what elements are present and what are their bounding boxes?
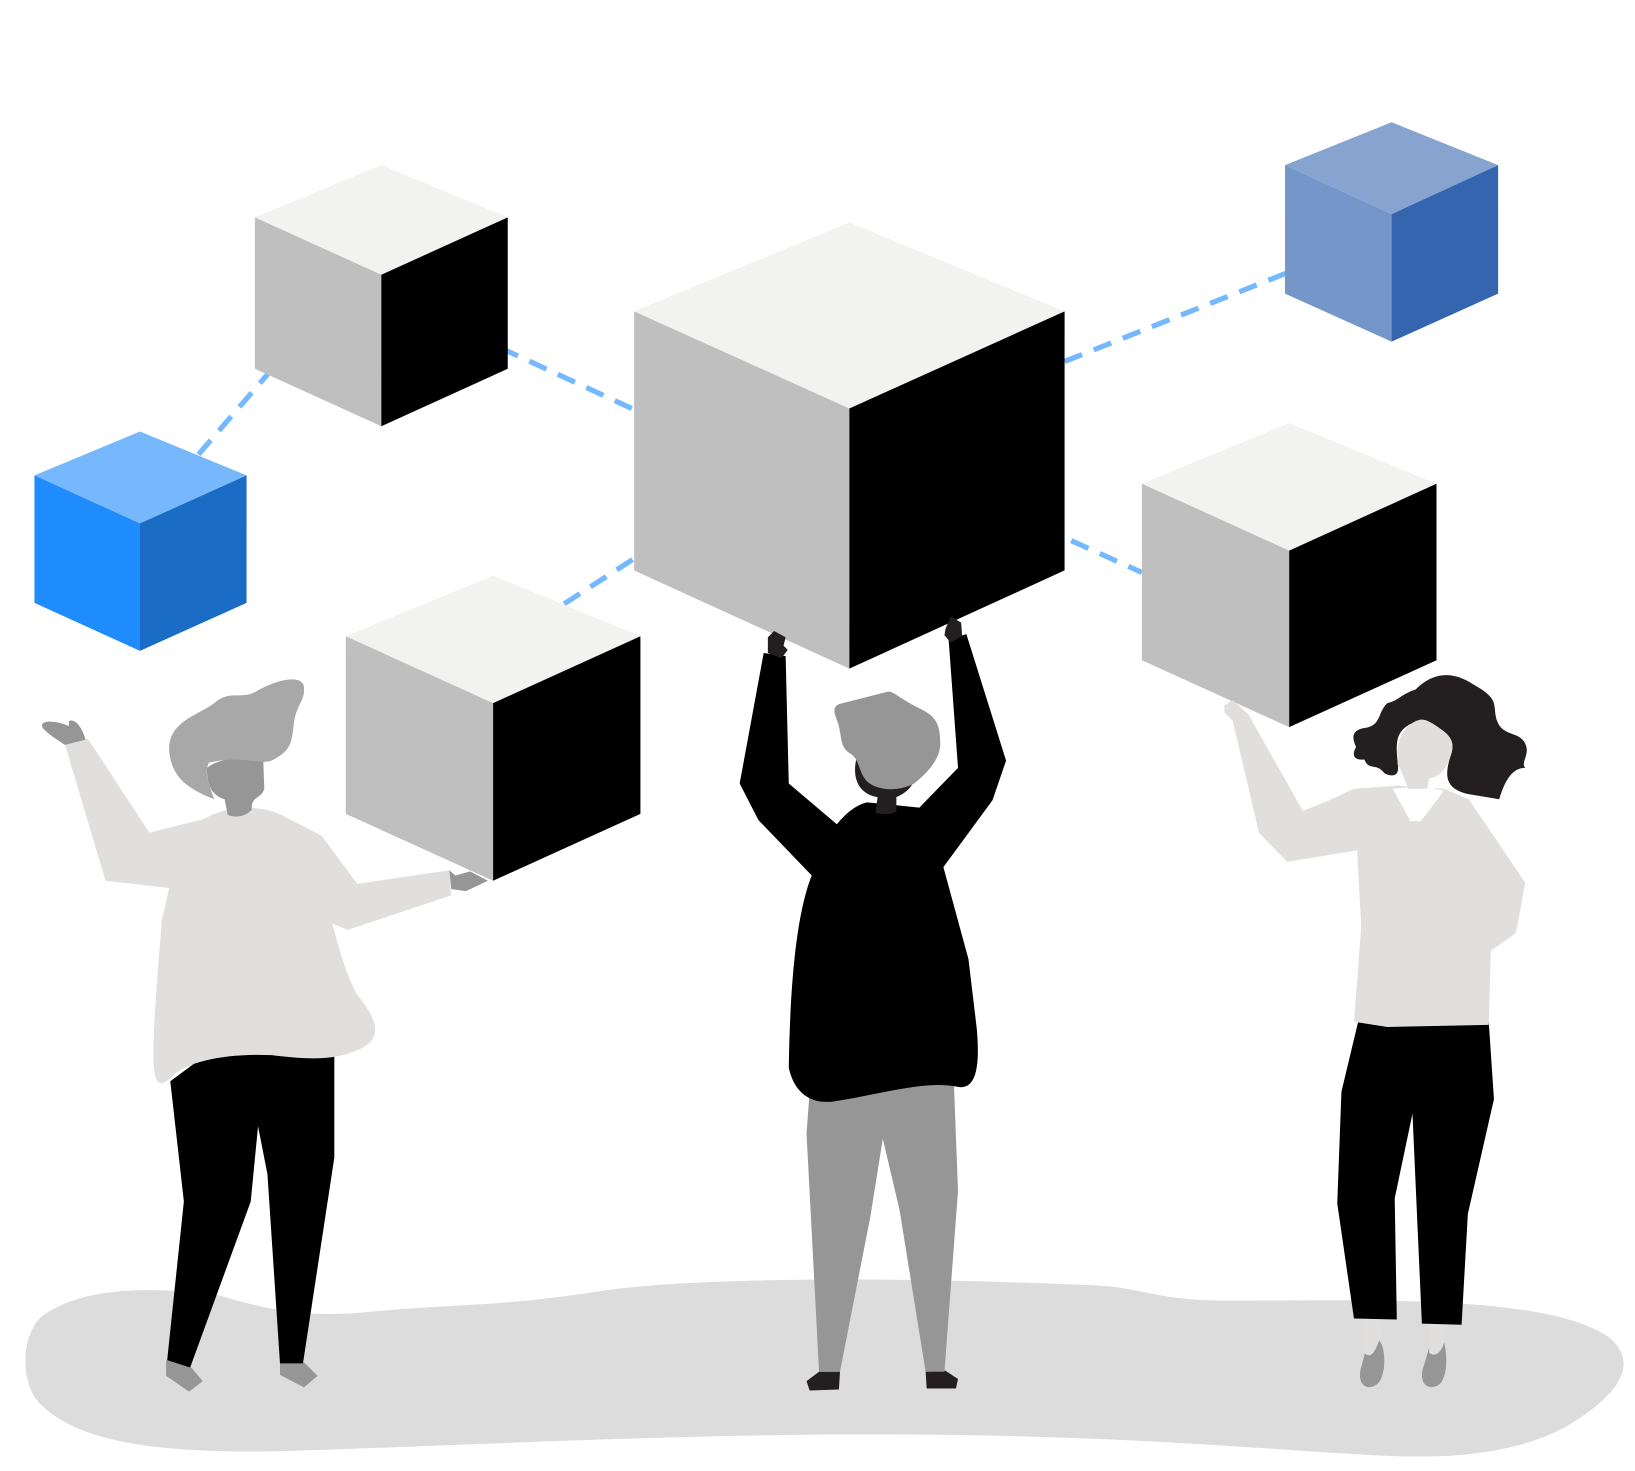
person-middle <box>739 616 1007 1391</box>
cube-top-left <box>254 165 508 427</box>
cube-lower <box>345 575 641 881</box>
connector-line <box>1063 250 1339 364</box>
cube-right <box>1141 423 1437 728</box>
person-right <box>1224 675 1527 1388</box>
person-left <box>42 679 488 1392</box>
cube-blue-left <box>34 431 247 651</box>
cube-steel-blue <box>1285 122 1499 342</box>
cube-center-large <box>634 222 1065 669</box>
